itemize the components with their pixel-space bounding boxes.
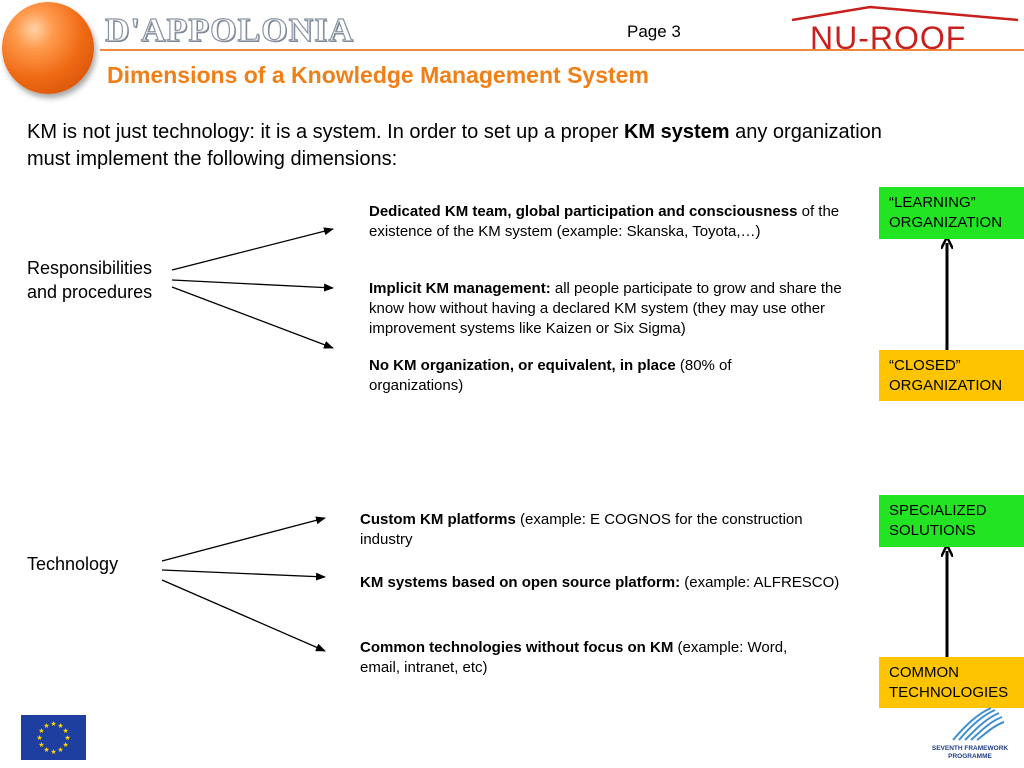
intro-text-start: KM is not just technology: it is a syste…: [27, 121, 624, 143]
svg-text:★: ★: [43, 722, 49, 730]
fp7-logo: SEVENTH FRAMEWORK PROGRAMME: [932, 707, 1009, 760]
fp7-line1: SEVENTH FRAMEWORK: [932, 745, 1009, 752]
arrow-resp-to-item1: [171, 227, 334, 271]
section1-item1: Dedicated KM team, global participation …: [369, 202, 849, 242]
svg-text:★: ★: [50, 720, 56, 728]
responsibilities-label: Responsibilities and procedures: [27, 258, 153, 302]
common-technologies-box: COMMON TECHNOLOGIES: [879, 657, 1024, 708]
svg-text:★: ★: [57, 722, 63, 730]
section2-item3: Common technologies without focus on KM …: [360, 638, 830, 678]
svg-text:★: ★: [57, 746, 63, 754]
nuroof-logo-text: NU-ROOF: [810, 20, 966, 54]
svg-text:★: ★: [62, 741, 68, 749]
nuroof-logo: NU-ROOF: [791, 5, 1019, 54]
section1-item3: No KM organization, or equivalent, in pl…: [369, 356, 819, 396]
section1-item2: Implicit KM management: all people parti…: [369, 279, 861, 339]
section1-item2-text: all people participate to grow and share…: [369, 280, 842, 337]
section2-item2: KM systems based on open source platform…: [360, 573, 840, 593]
arrow-resp-to-item3: [171, 286, 334, 349]
section2-item2-text: (example: ALFRESCO): [680, 574, 840, 591]
fp7-line2: PROGRAMME: [948, 753, 992, 760]
svg-text:★: ★: [36, 734, 42, 742]
section1-item3-bold: No KM organization, or equivalent, in pl…: [369, 357, 676, 374]
intro-text-end: any organization must implement the foll…: [27, 121, 882, 170]
dappolonia-logo-text: D'APPOLONIA: [104, 11, 354, 49]
section1-item1-bold: Dedicated KM team, global participation …: [369, 203, 798, 220]
svg-text:★: ★: [43, 746, 49, 754]
svg-text:★: ★: [38, 727, 44, 735]
header-divider: [100, 49, 1024, 51]
svg-text:★: ★: [64, 734, 70, 742]
page-number: Page 3: [627, 22, 681, 41]
svg-text:★: ★: [38, 741, 44, 749]
svg-text:★: ★: [62, 727, 68, 735]
nuroof-roof-icon: [791, 5, 1019, 22]
eu-flag-icon: ★ ★ ★ ★ ★ ★ ★ ★ ★ ★ ★ ★: [21, 715, 86, 760]
intro-paragraph: KM is not just technology: it is a syste…: [27, 119, 927, 173]
section2-item2-bold: KM systems based on open source platform…: [360, 574, 681, 591]
section2-item1-text: (example: E COGNOS for the construction …: [360, 511, 803, 548]
dappolonia-orb-logo: [2, 2, 94, 94]
intro-text-bold: KM system: [623, 121, 730, 143]
section1-item1-text: of the existence of the KM system (examp…: [369, 203, 840, 240]
arrow-tech-to-item2: [161, 569, 326, 581]
section2-item3-bold: Common technologies without focus on KM: [360, 639, 674, 656]
svg-text:★: ★: [50, 748, 56, 756]
closed-organization-box: “CLOSED” ORGANIZATION: [879, 350, 1024, 401]
section1-item3-text: (80% of organizations): [369, 357, 732, 394]
fp7-wave-icon: [952, 707, 1005, 741]
slide-title: Dimensions of a Knowledge Management Sys…: [107, 62, 649, 88]
technology-label: Technology: [27, 554, 119, 574]
arrow-tech-to-item1: [161, 516, 326, 562]
section1-item2-bold: Implicit KM management:: [369, 280, 551, 297]
specialized-solutions-box: SPECIALIZED SOLUTIONS: [879, 495, 1024, 547]
learning-organization-box: “LEARNING” ORGANIZATION: [879, 187, 1024, 239]
arrow-tech-to-item3: [161, 579, 326, 652]
section2-item1-bold: Custom KM platforms: [360, 511, 516, 528]
section2-item1: Custom KM platforms (example: E COGNOS f…: [360, 510, 820, 550]
arrow-resp-to-item2: [171, 279, 334, 292]
section2-item3-text: (example: Word, email, intranet, etc): [360, 639, 788, 676]
